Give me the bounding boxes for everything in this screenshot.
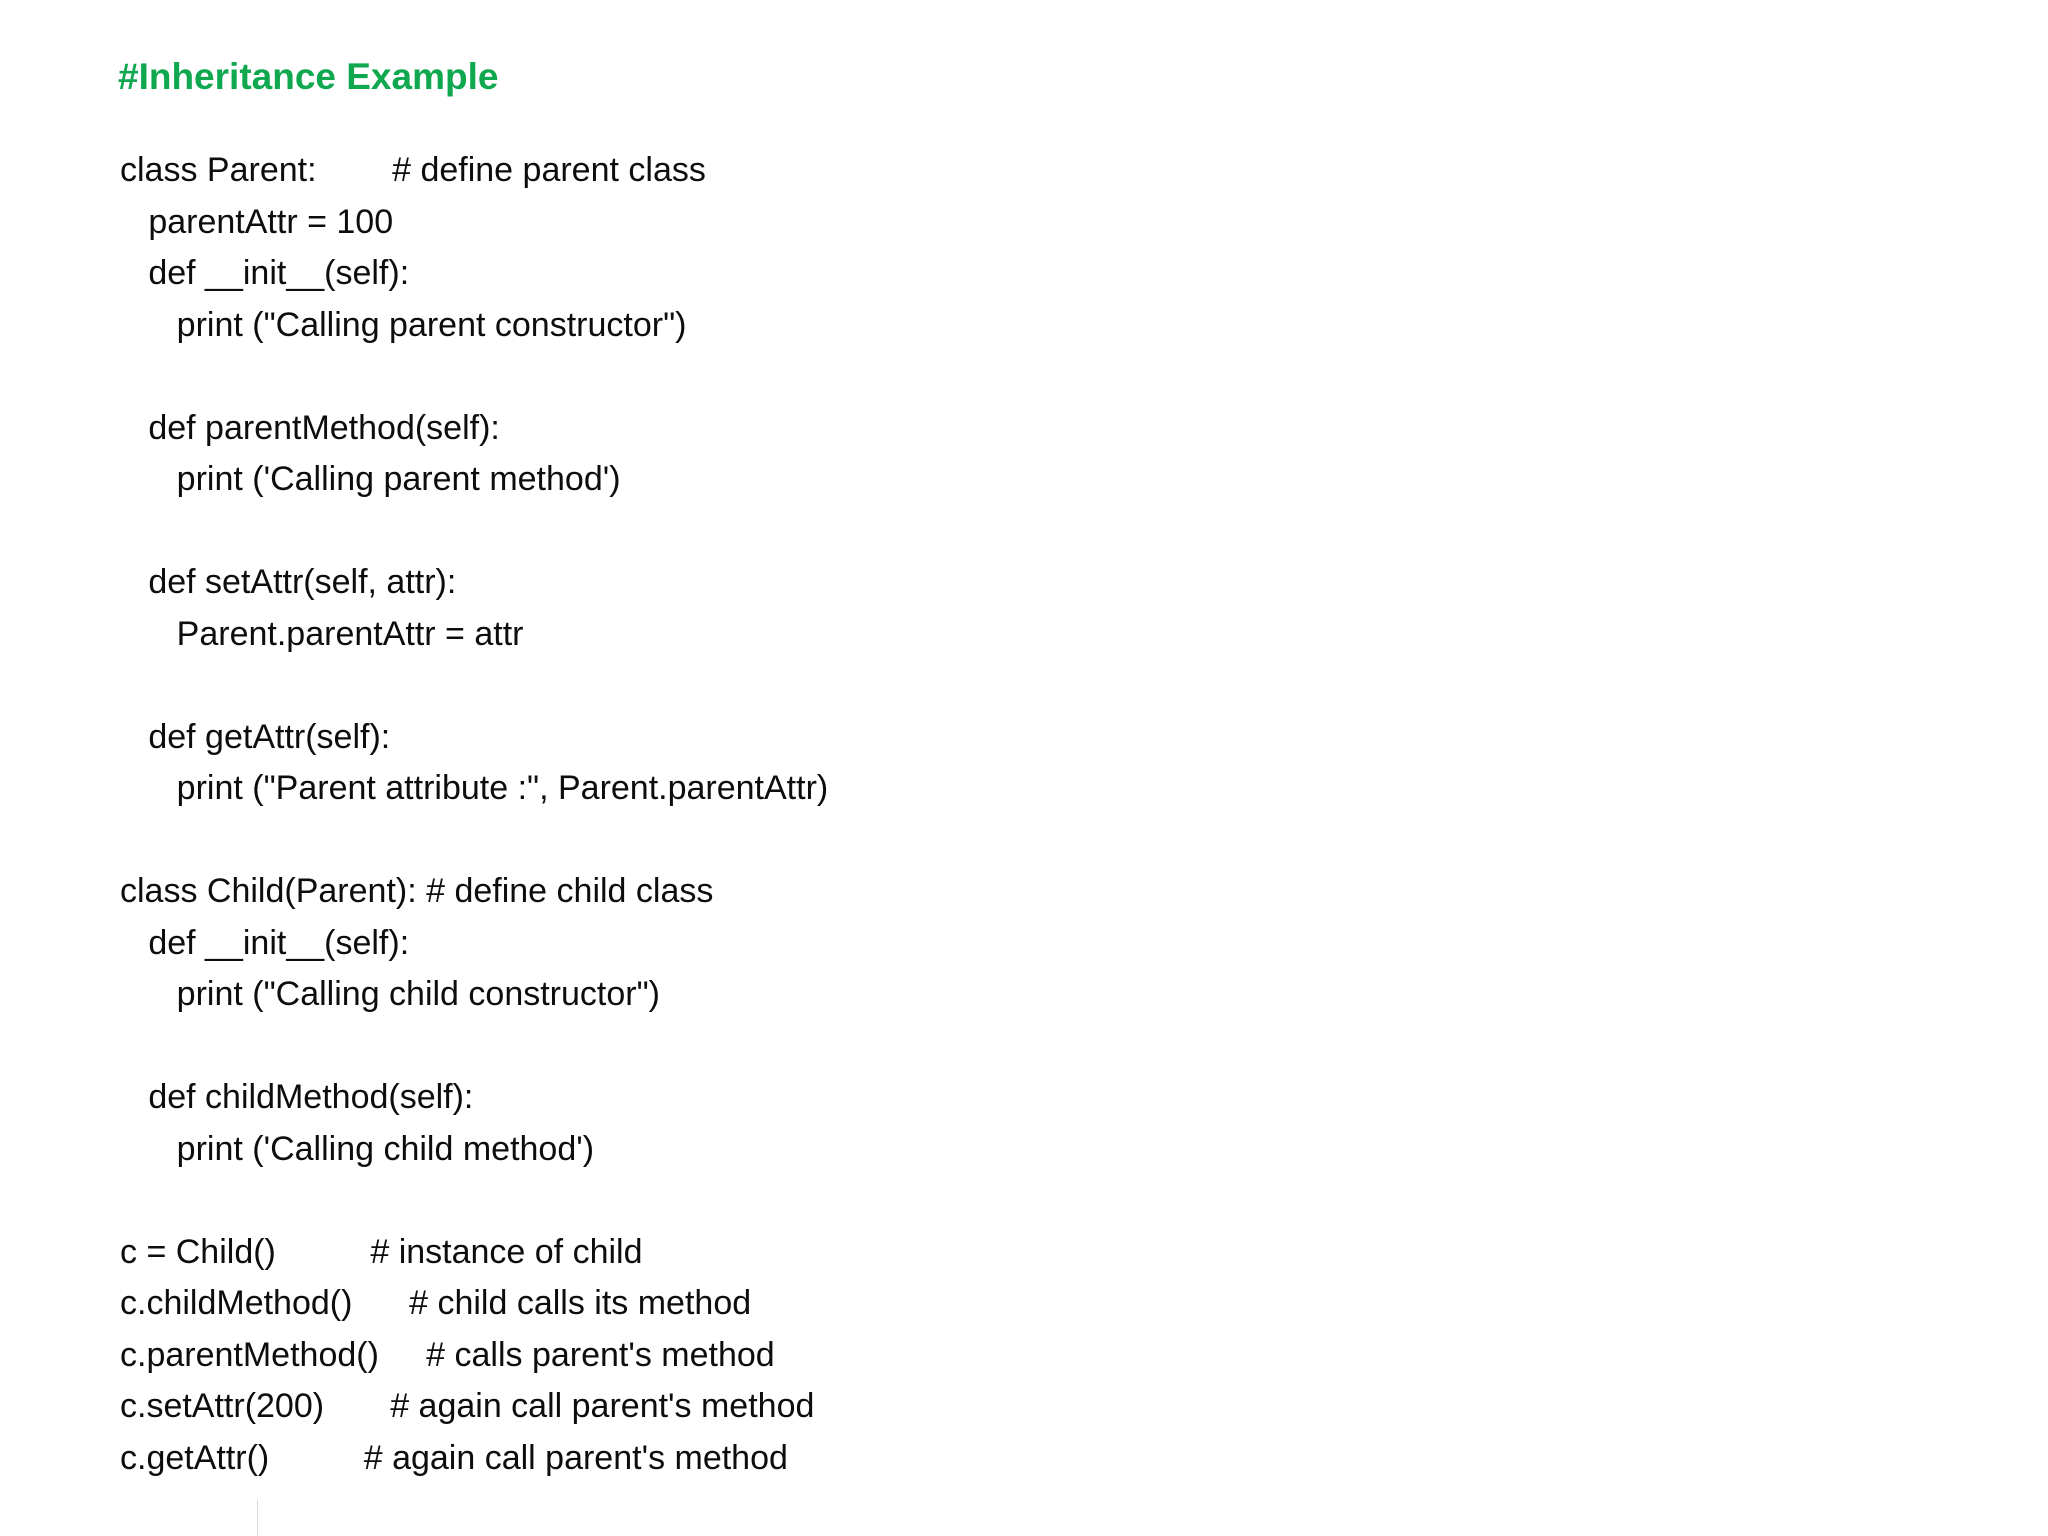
code-line: print ("Calling parent constructor"): [120, 305, 687, 344]
code-line: print ('Calling child method'): [120, 1129, 595, 1168]
code-line: def parentMethod(self):: [120, 408, 500, 447]
code-blank-line: [120, 1021, 1920, 1073]
code-line: print ("Parent attribute :", Parent.pare…: [120, 769, 829, 807]
code-blank-line: [120, 1175, 1920, 1227]
code-line: def __init__(self):: [120, 254, 410, 292]
code-line: c.parentMethod() # calls parent's method: [120, 1335, 775, 1374]
left-vertical-rule: [257, 1500, 258, 1536]
code-line: c.getAttr() # again call parent's method: [120, 1438, 788, 1477]
code-line: class Parent: # define parent class: [120, 151, 706, 189]
code-line: def setAttr(self, attr):: [120, 563, 457, 601]
code-line: c.setAttr(200) # again call parent's met…: [120, 1387, 815, 1425]
code-line: Parent.parentAttr = attr: [120, 614, 524, 653]
code-line: def __init__(self):: [120, 923, 410, 962]
code-block: class Parent: # define parent class pare…: [120, 145, 1920, 1484]
code-blank-line: [120, 351, 1920, 403]
code-line: print ("Calling child constructor"): [120, 975, 660, 1013]
code-line: c.childMethod() # child calls its method: [120, 1284, 752, 1322]
code-blank-line: [120, 660, 1920, 712]
code-line: print ('Calling parent method'): [120, 460, 621, 498]
code-line: def getAttr(self):: [120, 717, 391, 756]
code-line: c = Child() # instance of child: [120, 1232, 643, 1271]
code-line: class Child(Parent): # define child clas…: [120, 872, 714, 910]
code-blank-line: [120, 815, 1920, 867]
code-blank-line: [120, 506, 1920, 558]
code-line: parentAttr = 100: [120, 202, 394, 241]
code-line: def childMethod(self):: [120, 1078, 474, 1116]
page-title: #Inheritance Example: [118, 56, 499, 97]
